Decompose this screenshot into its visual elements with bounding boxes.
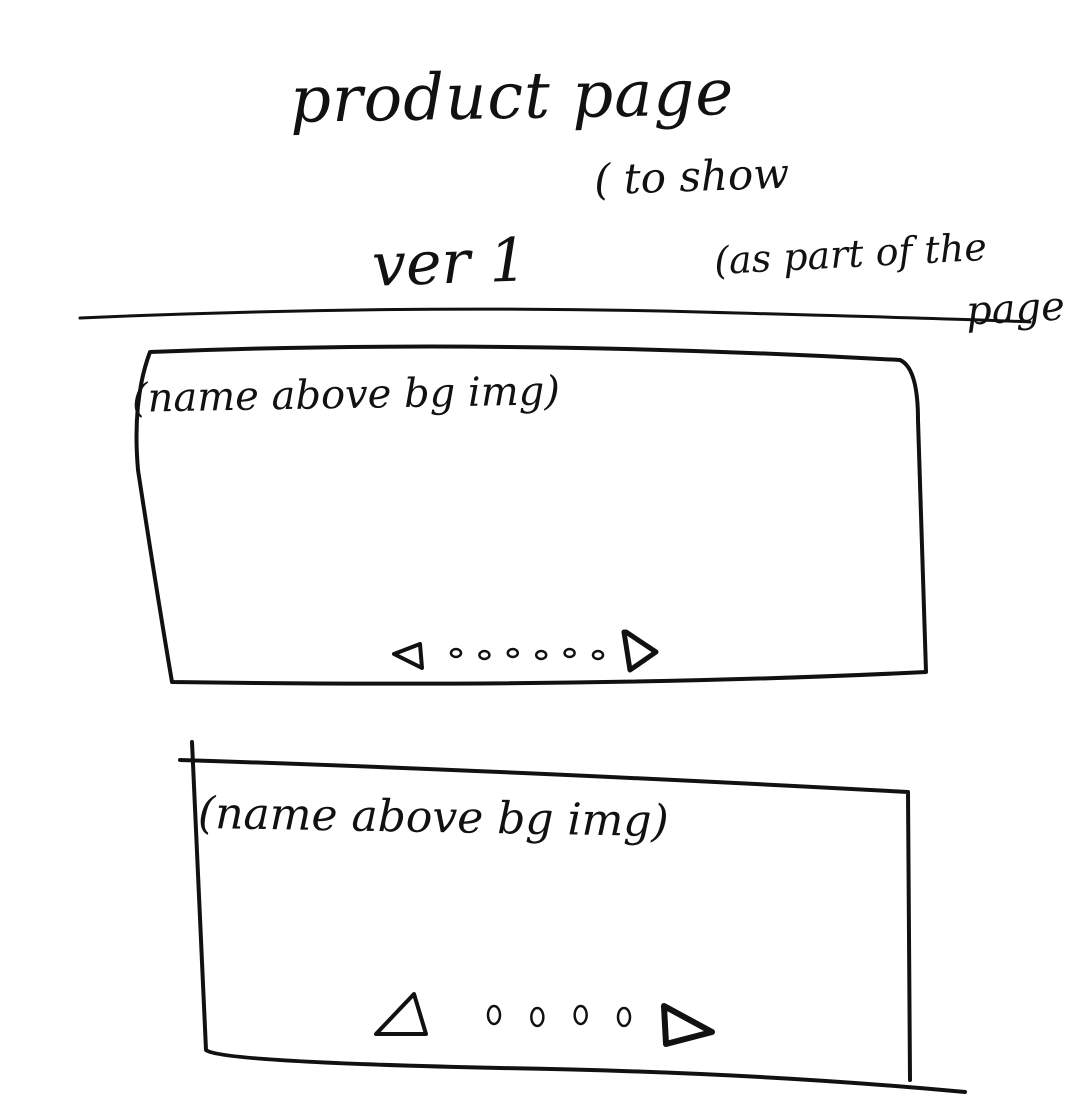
carousel-frame-2 — [178, 740, 967, 1094]
divider-line — [78, 307, 1032, 324]
carousel-frame-1 — [134, 344, 928, 686]
carousel-dot-icon[interactable] — [506, 647, 520, 659]
carousel-dot-icon[interactable] — [563, 647, 576, 659]
frame-1-border — [134, 344, 928, 686]
carousel-dot-icon[interactable] — [486, 1004, 502, 1026]
carousel-dot-icon[interactable] — [530, 1006, 545, 1028]
prev-arrow-icon[interactable] — [392, 642, 424, 670]
carousel-dot-icon[interactable] — [591, 649, 605, 661]
carousel-dot-icon[interactable] — [534, 649, 548, 661]
carousel-dot-icon[interactable] — [573, 1004, 588, 1026]
carousel-dot-icon[interactable] — [449, 647, 463, 659]
frame-2-border — [178, 740, 967, 1094]
frame-2-label: (name above bg img) — [197, 787, 670, 848]
carousel-dot-icon[interactable] — [616, 1006, 632, 1028]
carousel-dot-icon[interactable] — [478, 649, 491, 661]
next-arrow-icon[interactable] — [661, 1003, 715, 1047]
next-arrow-icon[interactable] — [621, 629, 659, 673]
frame-1-label: (name above bg img) — [131, 368, 561, 422]
prev-arrow-icon[interactable] — [374, 992, 428, 1036]
